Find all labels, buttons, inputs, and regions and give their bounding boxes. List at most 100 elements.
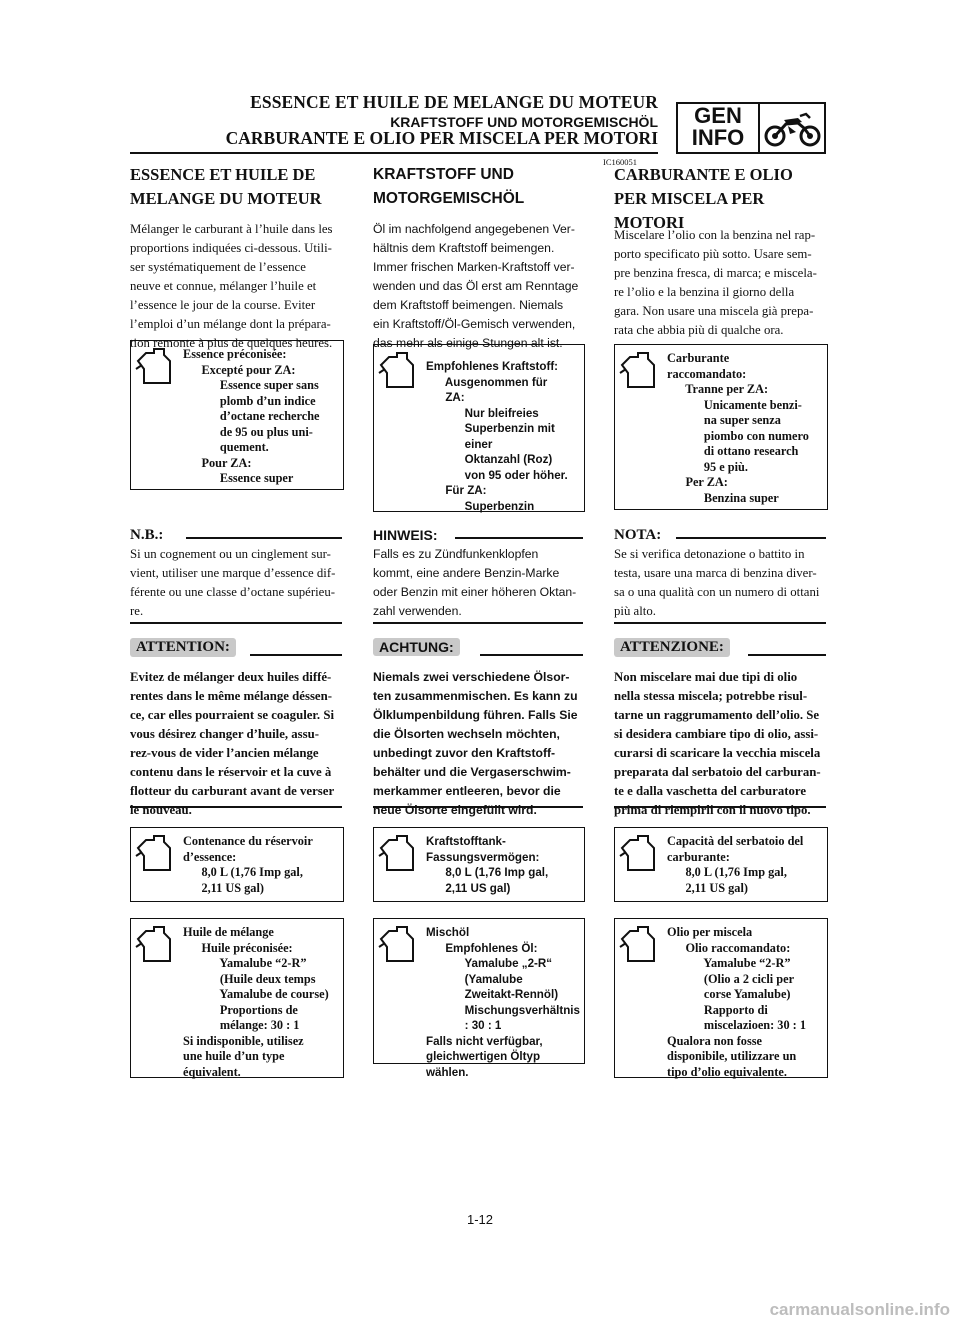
fr-intro: Mélanger le carburant à l’huile dans les… [130,220,344,353]
de-att-line: ten zusammenmischen. Es kann zu [373,689,578,703]
de-att-line: unbedingt zuvor den Kraftstoff- [373,746,556,760]
it-att-line: Non miscelare mai due tipi di olio [614,670,798,684]
fr-mix-oil-text: Huile de mélange Huile préconisée: Yamal… [183,925,329,1079]
de-hinweis-text: Falls es zu Zündfunkenklopfen kommt, ein… [373,545,585,621]
de-intro-line: Öl im nachfolgend angegebenen Ver- [373,222,575,236]
fuel-can-icon [135,835,171,871]
fr-attention-text: Evitez de mélanger deux huiles diffé- re… [130,668,344,820]
fuel-can-icon [378,835,414,871]
it-title: CARBURANTE E OLIO PER MISCELA PER MOTORI [614,163,829,235]
it-nb-line: Se si verifica detonazione o battito in [614,547,805,561]
de-nb-line: oder Benzin mit einer höheren Oktan- [373,585,577,599]
it-intro-line: re l’olio e la benzina il giorno della [614,285,795,299]
badge-line-1: GEN [694,103,742,128]
de-title-line-2: MOTORGEMISCHÖL [373,190,525,207]
it-tank-capacity-box: Capacità del serbatoio del carburante: 8… [614,827,828,902]
de-intro-line: Immer frischen Marken-Kraftstoff ver- [373,260,575,274]
de-title: KRAFTSTOFF UND MOTORGEMISCHÖL [373,163,588,211]
de-fuel-spec-text: Empfohlenes Kraftstoff: Ausgenommen für … [426,360,568,513]
de-intro-line: wenden und das Öl erst am Renntage [373,279,579,293]
it-att-line: si desidera cambiare tipo di olio, assi- [614,727,819,741]
fr-title: ESSENCE ET HUILE DE MELANGE DU MOTEUR [130,163,345,211]
it-nota-text: Se si verifica detonazione o battito in … [614,545,828,621]
fr-att-line: contenu dans le réservoir et la cuve à [130,765,332,779]
it-tank-capacity-text: Capacità del serbatoio del carburante: 8… [667,834,804,895]
fr-fuel-spec-box: Essence préconisée: Excepté pour ZA: Ess… [130,340,344,490]
it-fuel-spec-box: Carburante raccomandato: Tranne per ZA: … [614,344,828,510]
de-achtung-end-rule [373,806,583,808]
it-nota-heading: NOTA: [614,527,662,543]
it-intro-line: pre benzina fresca, di marca; e miscela- [614,266,817,280]
oil-can-icon [135,926,171,962]
it-att-line: te e dalla vaschetta del carburatore [614,784,807,798]
de-mix-oil-text: Mischöl Empfohlenes Öl: Yamalube „2-R“ (… [426,926,580,1079]
fr-att-line: rez-vous de vider l’ancien mélange [130,746,319,760]
fr-tank-capacity-text: Contenance du réservoir d’essence: 8,0 L… [183,834,313,895]
de-achtung-text: Niemals zwei verschiedene Ölsor- ten zus… [373,668,585,820]
it-attenzione-heading: ATTENZIONE: [614,638,730,657]
fr-nb-rule [186,537,342,539]
de-achtung-rule [480,654,583,656]
de-nb-line: kommt, eine andere Benzin-Marke [373,566,560,580]
it-nota-end-rule [614,622,826,624]
it-intro-line: Miscelare l’olio con la benzina nel rap- [614,228,816,242]
de-att-line: merkammer entleeren, bevor die [373,784,561,798]
fr-mix-oil-box: Huile de mélange Huile préconisée: Yamal… [130,918,344,1079]
de-fuel-spec-box: Empfohlenes Kraftstoff: Ausgenommen für … [373,344,585,513]
de-att-line: Ölklumpenbildung führen. Falls Sie [373,708,578,722]
it-attenzione-text: Non miscelare mai due tipi di olio nella… [614,668,828,820]
section-code: IC160051 [603,157,637,167]
it-intro: Miscelare l’olio con la benzina nel rap-… [614,226,828,340]
badge-divider [758,104,760,152]
fr-att-line: vous désirez changer d’huile, assu- [130,727,320,741]
gen-info-badge: GEN INFO [676,102,826,154]
de-achtung-heading: ACHTUNG: [373,638,460,656]
oil-can-icon [378,926,414,962]
it-title-line-2: PER MISCELA PER [614,189,765,208]
fr-att-line: le nouveau. [130,803,192,817]
it-att-line: preparata dal serbatoio del carburan- [614,765,821,779]
header-title-it: CARBURANTE E OLIO PER MISCELA PER MOTORI [225,128,658,148]
de-title-line-1: KRAFTSTOFF UND [373,166,514,183]
fr-intro-line: proportions indiquées ci-dessous. Utili- [130,241,332,255]
it-mix-oil-text: Olio per miscela Olio raccomandato: Yama… [667,925,806,1079]
fr-attention-heading: ATTENTION: [130,638,236,657]
de-att-line: die Ölsorten wechseln möchten, [373,727,560,741]
it-att-line: curarsi di scaricare la vecchia miscela [614,746,821,760]
fr-nb-end-rule [130,622,342,624]
de-nb-line: zahl verwenden. [373,604,462,618]
fr-tank-capacity-box: Contenance du réservoir d’essence: 8,0 L… [130,827,344,902]
fr-nb-line: re. [130,604,144,618]
fr-intro-line: tion remonte à plus de quelques heures. [130,336,333,350]
it-attenzione-end-rule [614,806,826,808]
de-intro-line: das mehr als einige Stungen alt ist. [373,336,563,350]
de-tank-capacity-text: Kraftstofftank- Fassungsvermögen: 8,0 L … [426,835,549,895]
watermark: carmanualsonline.info [769,1300,950,1319]
de-intro: Öl im nachfolgend angegebenen Ver- hältn… [373,220,585,353]
de-hinweis-heading: HINWEIS: [373,527,438,543]
it-nb-line: più alto. [614,604,656,618]
fr-nb-heading: N.B.: [130,527,164,543]
fr-attention-rule [250,654,342,656]
fr-intro-line: l’essence le jour de la course. Eviter [130,298,316,312]
it-att-line: tarne un raggrumamento dell’olio. Se [614,708,820,722]
fr-att-line: Evitez de mélanger deux huiles diffé- [130,670,332,684]
de-intro-line: dem Kraftstoff beimengen. Niemals [373,298,564,312]
de-intro-line: ein Kraftstoff/Öl-Gemisch verwenden, [373,317,576,331]
it-intro-line: gara. Non usare una miscela già prepa- [614,304,814,318]
it-fuel-spec-text: Carburante raccomandato: Tranne per ZA: … [667,351,809,505]
de-intro-line: hältnis dem Kraftstoff beimengen. [373,241,555,255]
fr-intro-line: Mélanger le carburant à l’huile dans les [130,222,333,236]
fr-title-line-2: MELANGE DU MOTEUR [130,189,322,208]
fuel-can-icon [619,352,655,388]
fr-fuel-spec-text: Essence préconisée: Excepté pour ZA: Ess… [183,347,320,485]
fr-intro-line: neuve et connue, mélanger l’huile et [130,279,317,293]
de-nb-line: Falls es zu Zündfunkenklopfen [373,547,539,561]
de-hinweis-rule [455,537,583,539]
de-tank-capacity-box: Kraftstofftank- Fassungsvermögen: 8,0 L … [373,827,585,902]
fr-nb-text: Si un cognement ou un cinglement sur- vi… [130,545,344,621]
de-att-line: neue Ölsorte eingefüllt wird. [373,803,537,817]
it-nb-line: sa o una qualità con un numero di ottani [614,585,820,599]
fr-att-line: flotteur du carburant avant de verser [130,784,335,798]
fr-title-line-1: ESSENCE ET HUILE DE [130,165,316,184]
